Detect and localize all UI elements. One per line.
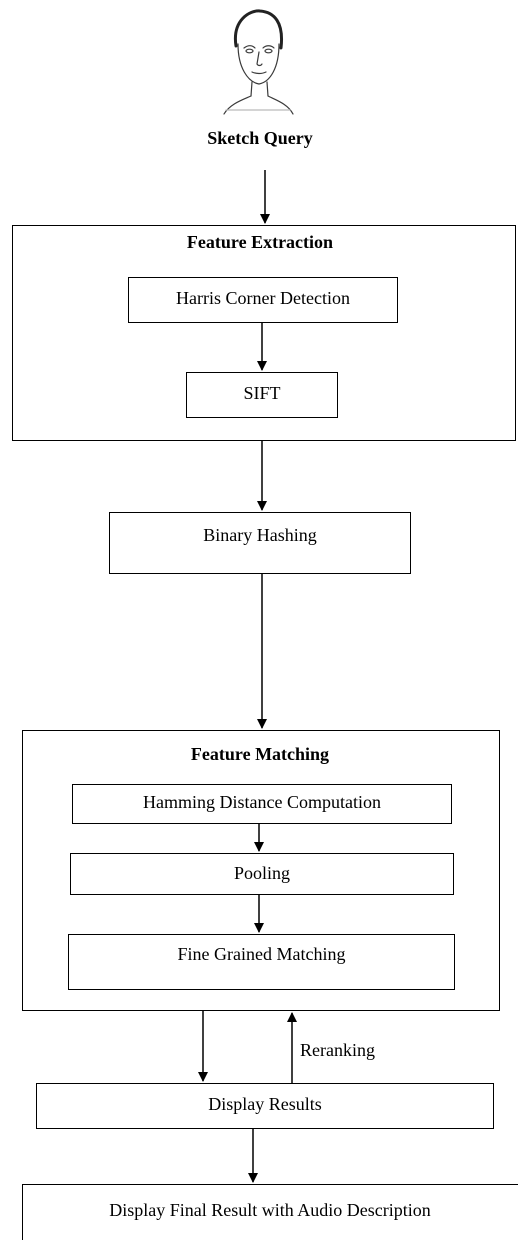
final-result-box [22, 1184, 518, 1240]
hamming-distance-box [72, 784, 452, 824]
pooling-label: Pooling [233, 863, 290, 883]
harris-corner-detection-label: Harris Corner Detection [176, 288, 350, 308]
pooling-box [70, 853, 454, 895]
feature-extraction-title: Feature Extraction [186, 232, 334, 252]
sift-box [186, 372, 338, 418]
sketch-face-icon [223, 9, 294, 115]
sift-label: SIFT [243, 383, 281, 403]
feature-matching-title: Feature Matching [190, 744, 330, 764]
reranking-label: Reranking [300, 1040, 375, 1060]
fine-grained-matching-label: Fine Grained Matching [177, 944, 346, 964]
final-result-label: Display Final Result with Audio Descript… [109, 1200, 431, 1220]
fine-grained-matching-box [68, 934, 455, 990]
sketch-query-label: Sketch Query [207, 128, 313, 148]
display-results-label: Display Results [208, 1094, 322, 1114]
binary-hashing-label: Binary Hashing [203, 525, 317, 545]
harris-corner-detection-box [128, 277, 398, 323]
display-results-box [36, 1083, 494, 1129]
binary-hashing-box [109, 512, 411, 574]
hamming-distance-label: Hamming Distance Computation [143, 792, 381, 812]
